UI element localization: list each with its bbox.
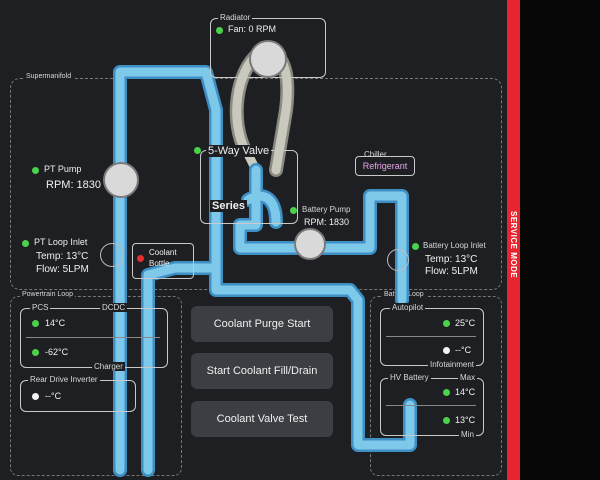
service-mode-label: SERVICE MODE [509,211,518,279]
pt-loop-inlet-sensor-icon [100,243,124,267]
coolant-bottle-line2: Bottle [149,259,170,268]
pcs-dcdc-box [20,308,168,368]
battery-pump-title: Battery Pump [302,205,351,214]
hv-battery-divider [386,405,476,406]
infotainment-temp: --°C [455,345,472,355]
pcs-status-dot [32,320,39,327]
battery-loop-inlet-sensor-icon [387,249,409,271]
five-way-valve-title: 5-Way Valve [206,145,272,157]
rear-drive-inverter-status-dot [32,393,39,400]
chiller-state-box: Refrigerant [355,156,415,176]
infotainment-label: Infotainment [428,360,477,369]
battery-pump-icon [294,228,326,260]
radiator-fan-icon [249,40,287,78]
autopilot-label: Autopilot [390,303,426,312]
hv-battery-max-temp: 14°C [455,387,476,397]
autopilot-temp: 25°C [455,318,476,328]
battery-loop-outline [370,296,502,476]
service-mode-screen: Supermanifold Powertrain Loop Battery Lo… [0,0,520,480]
radiator-fan-speed: Fan: 0 RPM [228,24,277,34]
powertrain-loop-outline [10,296,182,476]
dcdc-label: DCDC [100,303,128,312]
five-way-valve-box [200,150,298,224]
pt-loop-inlet-status-dot [22,240,29,247]
hv-battery-box [380,378,484,436]
pcs-divider [26,337,160,338]
service-mode-bar [507,0,520,480]
coolant-bottle-line1: Coolant [149,248,177,257]
screen-bezel [520,0,600,480]
coolant-purge-start-button[interactable]: Coolant Purge Start [191,306,333,342]
autopilot-infotainment-box [380,308,484,366]
coolant-bottle-status-dot [137,255,144,262]
pt-pump-status-dot [32,167,39,174]
rear-drive-inverter-label: Rear Drive Inverter [28,375,100,384]
pt-loop-inlet-title: PT Loop Inlet [34,237,88,247]
start-coolant-fill-drain-button[interactable]: Start Coolant Fill/Drain [191,353,333,389]
radiator-title: Radiator [218,13,253,22]
chiller-title: Chiller [364,150,387,159]
dcdc-temp: -62°C [45,347,69,357]
pcs-label: PCS [30,303,51,312]
pt-loop-inlet-temp: Temp: 13°C [36,251,89,262]
battery-pump-rpm: RPM: 1830 [304,217,350,227]
radiator-status-dot [216,27,223,34]
battery-loop-inlet-title: Battery Loop Inlet [423,241,486,250]
battery-loop-inlet-status-dot [412,243,419,250]
autopilot-status-dot [443,320,450,327]
pt-loop-inlet-flow: Flow: 5LPM [36,264,89,275]
autopilot-divider [386,336,476,337]
supermanifold-label: Supermanifold [24,73,74,80]
coolant-valve-test-button[interactable]: Coolant Valve Test [191,401,333,437]
pt-pump-icon [103,162,139,198]
hv-battery-max-label: Max [458,373,478,382]
hv-battery-label: HV Battery [388,373,431,382]
powertrain-loop-label: Powertrain Loop [20,291,75,298]
pt-pump-title: PT Pump [44,164,82,174]
battery-loop-inlet-temp: Temp: 13°C [425,254,478,265]
hv-battery-max-status-dot [443,389,450,396]
hv-battery-min-temp: 13°C [455,415,476,425]
charger-label: Charger [92,362,125,371]
pcs-temp: 14°C [45,318,66,328]
hv-battery-min-status-dot [443,417,450,424]
battery-loop-inlet-flow: Flow: 5LPM [425,266,478,277]
pt-pump-rpm: RPM: 1830 [46,179,102,191]
five-way-valve-mode: Series [210,200,248,212]
rear-drive-inverter-temp: --°C [45,391,62,401]
infotainment-status-dot [443,347,450,354]
chiller-state: Refrigerant [362,161,408,171]
battery-pump-status-dot [290,207,297,214]
coolant-bottle-box [132,243,194,279]
five-way-valve-status-dot [194,147,201,154]
hv-battery-min-label: Min [459,430,476,439]
dcdc-status-dot [32,349,39,356]
